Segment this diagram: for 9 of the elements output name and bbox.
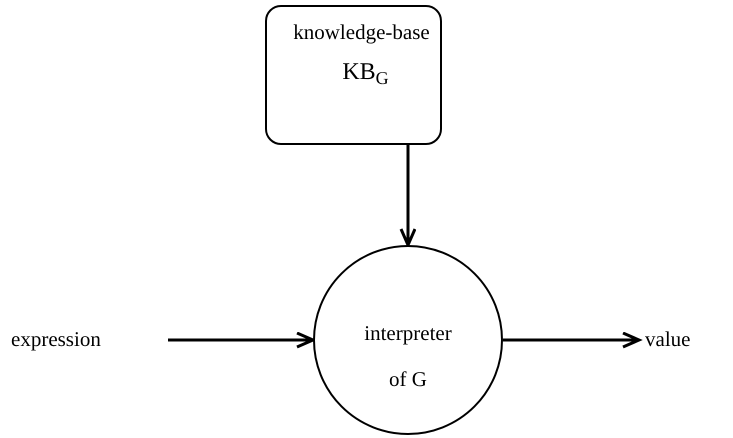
box-title: knowledge-base (293, 19, 430, 46)
text-label: expression (5, 325, 168, 355)
box-symbol: KB$_{G}$ (342, 58, 389, 88)
arrow (503, 332, 640, 348)
rounded-box (265, 5, 442, 145)
arrow (400, 145, 416, 246)
circle-label: interpreter of G (363, 320, 453, 393)
arrow (168, 332, 314, 348)
text-label: value (639, 325, 719, 355)
